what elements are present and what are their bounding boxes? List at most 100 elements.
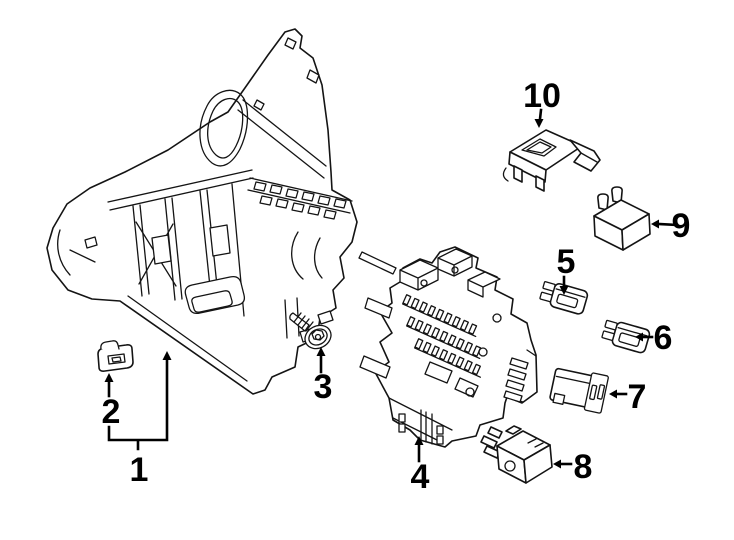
part4-hole: [420, 279, 428, 287]
part10-channel-inner: [526, 141, 552, 154]
part4-face-slot: [398, 413, 406, 423]
part4-row-base: [401, 303, 477, 338]
part1-tray-slot: [259, 195, 273, 206]
callout-1-label: 1: [130, 451, 149, 489]
part4-mid-slot: [424, 361, 453, 384]
part1-tray-slot: [275, 198, 289, 209]
part7-collar: [583, 372, 609, 414]
part6-prong: [604, 319, 618, 331]
callout-8: 8: [553, 448, 592, 486]
callout-10-arrowhead: [534, 119, 544, 128]
part10-front-face: [508, 151, 547, 183]
part4-block: [467, 271, 501, 298]
callout-3: 3: [314, 347, 333, 406]
part4-top-blocks: [399, 248, 501, 298]
part4-tooth: [459, 319, 469, 332]
part1-bottom-edge-line: [127, 295, 248, 382]
callout-5-arrowhead: [559, 286, 569, 295]
part1-foot: [317, 310, 334, 325]
part10-leg: [535, 175, 545, 192]
part4-wing-slat: [503, 390, 523, 403]
part6-window: [618, 332, 641, 347]
part4-mid-slot: [454, 377, 479, 398]
part4-row-base: [413, 347, 482, 378]
callout-1: 1: [107, 351, 172, 489]
callout-3-label: 3: [314, 368, 333, 406]
callout-4: 4: [411, 436, 430, 496]
part5-body: [549, 282, 589, 315]
part4-tooth: [431, 327, 441, 339]
part1-tray-edge: [247, 177, 353, 214]
part4-tooth: [422, 341, 432, 354]
part4-tooth: [455, 356, 465, 368]
part4-face-slot: [436, 435, 444, 445]
part9-right-face: [621, 213, 651, 251]
part1-tray-slot: [323, 209, 337, 220]
part7-foot: [552, 392, 566, 405]
part4-fuse-row: [405, 316, 482, 360]
callout-9: 9: [651, 207, 690, 245]
part9-pin: [597, 193, 609, 211]
part8-hole: [504, 460, 516, 472]
part4-rod: [358, 251, 397, 275]
part4-face-strut: [420, 409, 433, 445]
part4-fuse-row: [413, 338, 482, 378]
part1-slot-tray: [247, 177, 353, 220]
callout-5: 5: [557, 243, 576, 295]
part2-slot-inner: [111, 356, 122, 363]
callout-6-arrowhead: [635, 332, 643, 342]
part8-pin: [487, 426, 503, 439]
part4-tooth: [463, 341, 473, 354]
part1-inner-rect: [151, 234, 172, 265]
part4-tooth: [410, 297, 420, 310]
callout-2-label: 2: [102, 393, 121, 431]
part-6-mini-fuse: [601, 319, 651, 354]
part1-tray-slot: [285, 188, 299, 199]
part4-hole: [451, 266, 459, 274]
part3-threads: [293, 312, 314, 332]
callout-6: 6: [635, 319, 672, 357]
part4-tooth: [402, 294, 412, 306]
part4-left-tab: [359, 355, 391, 379]
part4-tooth: [418, 301, 428, 313]
part4-tooth: [439, 330, 449, 343]
part4-face-slot: [436, 425, 444, 435]
callout-7-label: 7: [628, 378, 647, 416]
part2-top-bump: [100, 340, 120, 350]
part1-left-tab: [69, 236, 98, 263]
part4-bottom-face: [388, 397, 453, 445]
part9-pin: [611, 186, 623, 204]
part3-shank: [289, 312, 310, 332]
part1-arm-hole: [306, 69, 320, 84]
part4-tooth: [463, 360, 473, 372]
part4-tooth: [455, 338, 465, 350]
part1-inner-rect: [209, 224, 231, 257]
part4-wing-slat: [507, 368, 527, 381]
part4-fuse-row: [401, 294, 478, 338]
part4-side-connector: [503, 349, 537, 403]
part1-tray-slot: [317, 195, 331, 206]
part4-tooth: [435, 308, 445, 321]
callout-8-arrowhead: [553, 459, 561, 469]
part-1-mounting-bracket: [46, 28, 358, 395]
callout-5-label: 5: [557, 243, 576, 281]
part4-tooth: [422, 323, 432, 335]
part1-lower-opening-inner: [191, 290, 233, 313]
part1-tray-slot: [301, 191, 315, 202]
callout-9-line: [657, 222, 679, 227]
part7-window: [596, 384, 606, 400]
part6-prong: [601, 330, 615, 341]
part1-arm-crease: [237, 99, 327, 179]
part-10-fuse-holder-bracket: [502, 129, 601, 192]
callout-9-arrowhead: [651, 219, 659, 229]
part8-right-face: [523, 444, 553, 484]
callout-9-label: 9: [672, 207, 691, 245]
part4-hole: [492, 313, 502, 323]
part4-tooth: [443, 312, 453, 324]
part4-tooth: [471, 363, 481, 376]
callout-6-label: 6: [654, 319, 673, 357]
callout-4-arrowhead: [414, 436, 424, 445]
part7-window: [589, 384, 598, 401]
part10-wing-fold: [580, 152, 598, 163]
part8-top-tab: [505, 425, 522, 435]
